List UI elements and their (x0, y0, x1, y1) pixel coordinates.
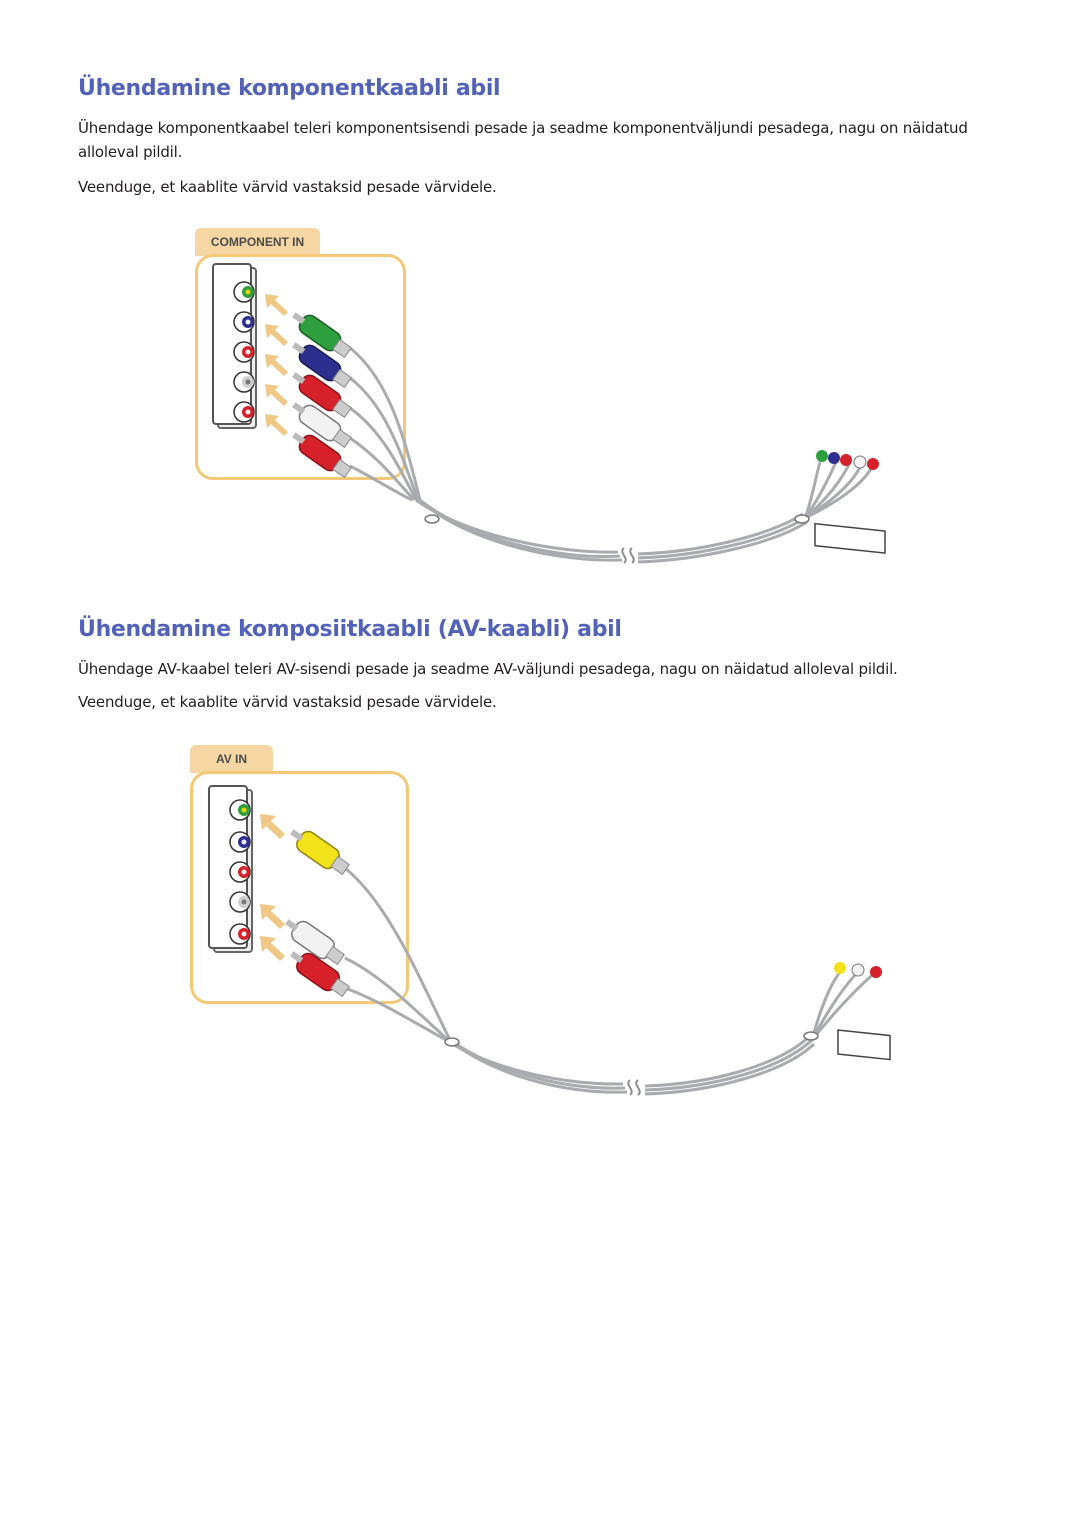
component-in-panel-frame (195, 254, 406, 480)
arrow-icon (265, 414, 288, 436)
av-instruction-paragraph: Ühendage AV-kaabel teleri AV-sisendi pes… (78, 660, 898, 678)
component-jack-red-audio (233, 401, 255, 423)
av-in-panel-frame (190, 771, 409, 1004)
arrow-icon (260, 936, 285, 961)
section-title-component: Ühendamine komponentkaabli abil (78, 76, 501, 101)
section-title-av: Ühendamine komposiitkaabli (AV-kaabli) a… (78, 617, 622, 642)
av-color-note: Veenduge, et kaablite värvid vastaksid p… (78, 693, 497, 711)
component-plug-green (292, 312, 352, 359)
cable-clip (424, 514, 440, 524)
av-plug-white (285, 919, 345, 966)
arrow-icon (265, 324, 288, 346)
cable-clip (444, 1037, 460, 1047)
cable-clip (803, 1031, 819, 1041)
component-plug-white (292, 402, 352, 449)
component-plug-blue (292, 342, 352, 389)
component-instruction-paragraph: Ühendage komponentkaabel teleri komponen… (78, 119, 968, 161)
cable-clip (794, 514, 810, 524)
arrow-icon (265, 354, 288, 376)
av-jack-yellow (229, 799, 251, 821)
av-jack-blue (229, 831, 251, 853)
cable-break-icon (621, 547, 635, 564)
av-plug-red (290, 951, 350, 998)
arrow-icon (260, 814, 285, 839)
component-in-label: COMPONENT IN (195, 228, 320, 256)
arrow-icon (260, 904, 285, 929)
av-jack-red-video (229, 861, 251, 883)
component-jack-white (233, 371, 255, 393)
component-device-connector (814, 450, 886, 554)
component-color-note: Veenduge, et kaablite värvid vastaksid p… (78, 178, 497, 196)
av-plug-yellow (290, 829, 350, 876)
av-in-label: AV IN (190, 745, 273, 773)
arrow-icon (265, 384, 288, 406)
av-cable-bundle (344, 866, 877, 1096)
cable-break-icon (627, 1079, 641, 1096)
component-plug-red-audio (292, 432, 352, 479)
component-jack-red (233, 341, 255, 363)
component-plug-red (292, 372, 352, 419)
component-connection-figure (212, 263, 886, 564)
component-jack-green (233, 281, 255, 303)
av-jack-red (229, 923, 251, 945)
av-device-connector (834, 962, 891, 1061)
component-jack-blue (233, 311, 255, 333)
arrow-icon (265, 294, 288, 316)
av-jack-white (229, 891, 251, 913)
